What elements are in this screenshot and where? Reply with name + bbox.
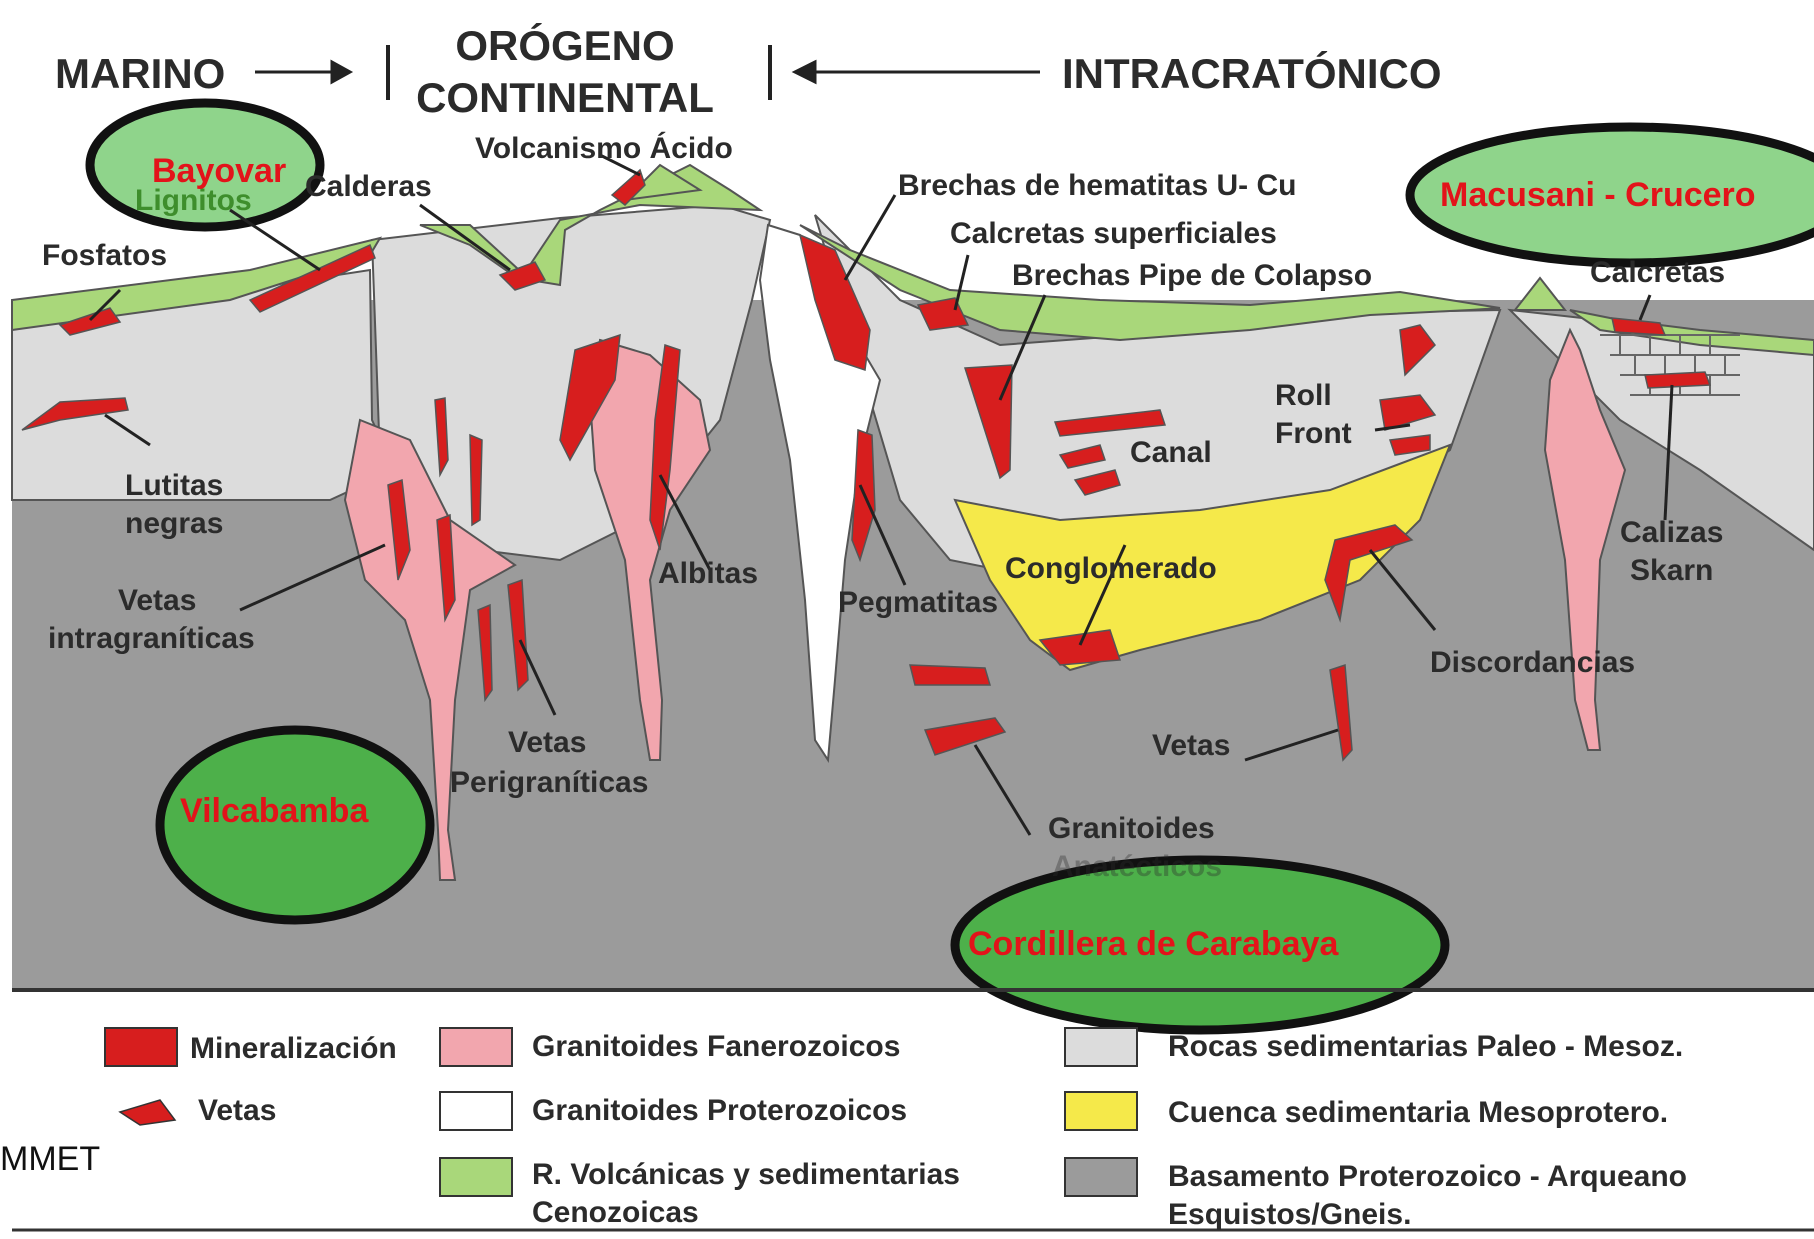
label-brechas-hematitas: Brechas de hematitas U- Cu: [898, 169, 1296, 202]
side-label: MMET: [0, 1140, 100, 1179]
header-orogeno-2: CONTINENTAL: [416, 74, 714, 121]
label-fosfatos: Fosfatos: [42, 239, 167, 272]
legend-label-basamento-2: Esquistos/Gneis.: [1168, 1198, 1411, 1231]
legend-label-rocas-sed: Rocas sedimentarias Paleo - Mesoz.: [1168, 1030, 1683, 1063]
header-orogeno-1: ORÓGENO: [455, 21, 674, 69]
label-calcretas: Calcretas: [1590, 256, 1725, 289]
legend-label-gran-protero: Granitoides Proterozoicos: [532, 1094, 907, 1127]
legend-swatch-vetas: [120, 1100, 175, 1125]
label-lutitas-2: negras: [125, 507, 223, 540]
label-conglomerado: Conglomerado: [1005, 552, 1217, 585]
label-roll: Roll: [1275, 379, 1332, 412]
legend-swatch-rocas-sed: [1065, 1028, 1137, 1066]
label-vetas-intra-1: Vetas: [118, 584, 196, 617]
header-intracratonico: INTRACRATÓNICO: [1062, 49, 1442, 97]
legend-label-mineralizacion: Mineralización: [190, 1032, 397, 1065]
volcanic-peak-right: [1515, 278, 1565, 310]
legend-swatch-mineralizacion: [105, 1028, 177, 1066]
mineral-calizas: [1645, 372, 1710, 388]
legend-label-volc-1: R. Volcánicas y sedimentarias: [532, 1158, 960, 1191]
highlight-text-bayovar: Bayovar: [152, 152, 286, 190]
label-vetas-peri-2: Perigraníticas: [450, 766, 648, 799]
legend: Mineralización Vetas Granitoides Faneroz…: [105, 1028, 1687, 1231]
label-calderas: Calderas: [305, 170, 432, 203]
header-marino: MARINO: [55, 50, 225, 97]
legend-swatch-gran-fanero: [440, 1028, 512, 1066]
arrow-right: [255, 62, 350, 82]
label-lutitas-1: Lutitas: [125, 469, 223, 502]
legend-swatch-gran-protero: [440, 1092, 512, 1130]
legend-label-cuenca: Cuenca sedimentaria Mesoprotero.: [1168, 1096, 1668, 1129]
legend-swatch-cuenca: [1065, 1092, 1137, 1130]
mineral-vein-b: [470, 435, 482, 525]
label-volcanismo: Volcanismo Ácido: [475, 131, 733, 165]
label-brechas-pipe: Brechas Pipe de Colapso: [1012, 259, 1372, 292]
legend-label-vetas: Vetas: [198, 1094, 276, 1127]
label-calcretas-superficiales: Calcretas superficiales: [950, 217, 1277, 250]
label-pegmatitas: Pegmatitas: [838, 586, 998, 619]
label-front: Front: [1275, 417, 1352, 450]
label-skarn: Skarn: [1630, 554, 1713, 587]
label-canal: Canal: [1130, 436, 1212, 469]
label-albitas: Albitas: [658, 557, 758, 590]
mineral-granitoides-a: [910, 665, 990, 685]
label-vetas: Vetas: [1152, 729, 1230, 762]
label-discordancias: Discordancias: [1430, 646, 1635, 679]
label-vetas-peri-1: Vetas: [508, 726, 586, 759]
label-granitoides-1: Granitoides: [1048, 812, 1215, 845]
legend-label-gran-fanero: Granitoides Fanerozoicos: [532, 1030, 900, 1063]
label-calizas: Calizas: [1620, 516, 1723, 549]
highlight-text-vilcabamba: Vilcabamba: [180, 792, 369, 830]
highlight-text-macusani: Macusani - Crucero: [1440, 176, 1756, 214]
legend-label-volc-2: Cenozoicas: [532, 1196, 699, 1229]
legend-label-basamento-1: Basamento Proterozoico - Arqueano: [1168, 1160, 1687, 1193]
label-vetas-intra-2: intragraníticas: [48, 622, 255, 655]
legend-swatch-basamento: [1065, 1158, 1137, 1196]
arrow-left: [795, 62, 1040, 82]
legend-swatch-volc: [440, 1158, 512, 1196]
highlight-text-carabaya: Cordillera de Carabaya: [968, 925, 1339, 963]
label-granitoides-2: Anatécticos: [1052, 850, 1222, 883]
